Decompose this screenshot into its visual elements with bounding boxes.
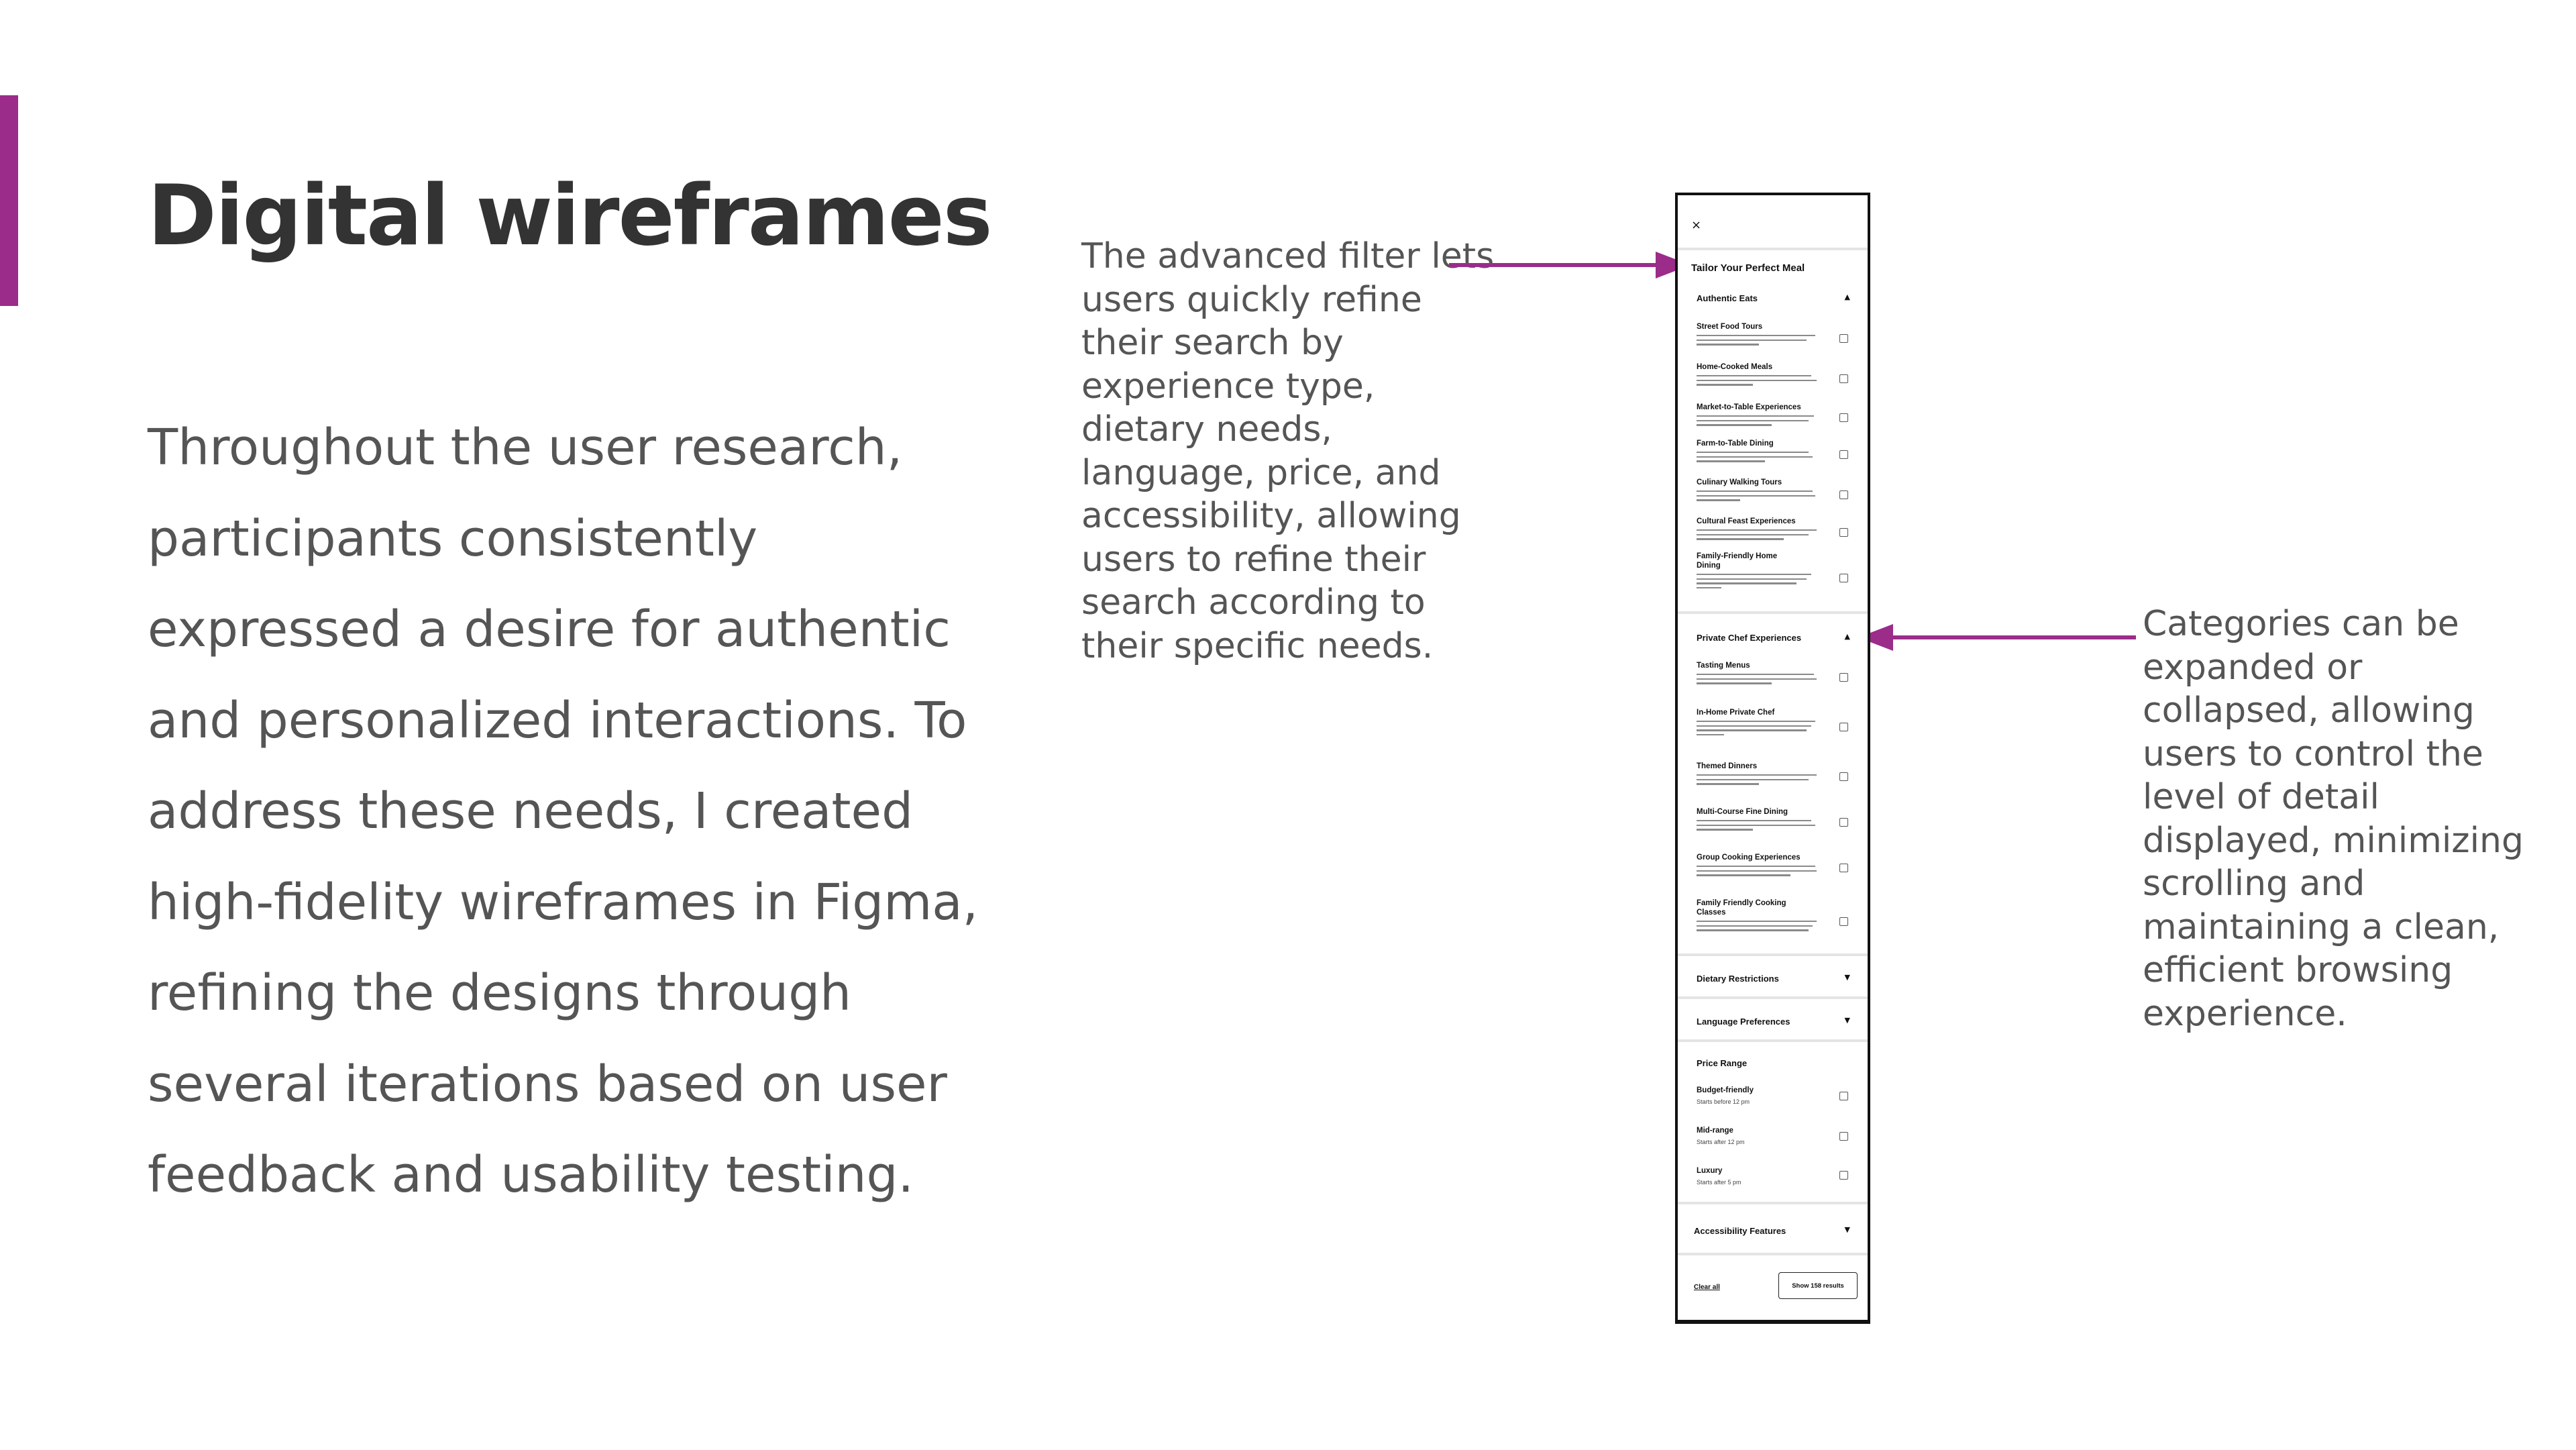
checkbox[interactable] [1839,574,1848,582]
divider [1678,611,1868,614]
item-title: Home-Cooked Meals [1697,363,1773,371]
item-description [1697,452,1821,465]
checkbox[interactable] [1839,723,1848,731]
item-title: Multi-Course Fine Dining [1697,808,1788,816]
item-title: Market-to-Table Experiences [1697,403,1801,411]
divider [1678,248,1868,250]
section-private-chef[interactable]: Private Chef Experiences [1697,633,1802,643]
item-title: Cultural Feast Experiences [1697,517,1796,525]
item-description [1697,490,1821,504]
divider [1678,1253,1868,1255]
section-accessibility[interactable]: Accessibility Features [1694,1226,1786,1236]
item-description [1697,921,1821,934]
item-description [1697,375,1821,389]
item-description [1697,866,1821,879]
chevron-down-icon[interactable]: ▼ [1844,1016,1850,1025]
section-language[interactable]: Language Preferences [1697,1017,1790,1027]
close-icon[interactable]: × [1691,218,1702,232]
arrow-to-category [1858,624,2136,651]
chevron-down-icon[interactable]: ▼ [1844,973,1850,982]
item-title: Themed Dinners [1697,762,1758,770]
checkbox[interactable] [1839,334,1848,343]
item-title: Luxury [1697,1167,1723,1175]
item-description [1697,335,1821,348]
item-title: Street Food Tours [1697,323,1763,331]
show-results-button[interactable]: Show 158 results [1778,1272,1858,1299]
item-description [1697,820,1821,833]
checkbox[interactable] [1839,673,1848,682]
item-title: Group Cooking Experiences [1697,853,1801,862]
item-title: Farm-to-Table Dining [1697,439,1774,448]
checkbox[interactable] [1839,528,1848,537]
chevron-up-icon[interactable]: ▲ [1844,632,1850,641]
item-title-line2: Classes [1697,909,1726,917]
accent-bar [0,95,18,306]
checkbox[interactable] [1839,864,1848,872]
section-authentic-eats[interactable]: Authentic Eats [1697,293,1758,303]
item-description [1697,574,1821,591]
checkbox[interactable] [1839,818,1848,827]
chevron-down-icon[interactable]: ▼ [1844,1225,1850,1234]
item-description [1697,529,1821,543]
item-title: In-Home Private Chef [1697,709,1775,717]
chevron-up-icon[interactable]: ▲ [1844,293,1850,301]
section-dietary[interactable]: Dietary Restrictions [1697,974,1779,984]
item-description [1697,674,1821,687]
body-paragraph: Throughout the user research, participan… [148,419,979,1204]
annotation-filter: The advanced filter lets users quickly r… [1081,236,1495,666]
item-title: Budget-friendly [1697,1086,1754,1094]
divider [1678,996,1868,999]
item-title: Family-Friendly Home [1697,552,1778,560]
item-subtitle: Starts after 12 pm [1697,1139,1745,1145]
checkbox[interactable] [1839,450,1848,459]
divider [1678,1039,1868,1042]
item-title: Family Friendly Cooking [1697,899,1786,907]
checkbox[interactable] [1839,374,1848,383]
item-title-line2: Dining [1697,562,1721,570]
item-subtitle: Starts after 5 pm [1697,1179,1741,1186]
checkbox[interactable] [1839,772,1848,781]
item-title: Mid-range [1697,1127,1733,1135]
annotation-categories: Categories can be expanded or collapsed,… [2143,604,2524,1034]
slide-title: Digital wireframes [148,168,993,264]
checkbox[interactable] [1839,917,1848,926]
checkbox[interactable] [1839,1171,1848,1180]
checkbox[interactable] [1839,413,1848,422]
clear-all-link[interactable]: Clear all [1694,1284,1720,1291]
filter-wireframe: × Tailor Your Perfect Meal Authentic Eat… [1675,193,1870,1324]
section-price: Price Range [1697,1058,1748,1068]
item-title: Culinary Walking Tours [1697,478,1782,486]
checkbox[interactable] [1839,490,1848,499]
item-description [1697,721,1821,738]
filter-title: Tailor Your Perfect Meal [1691,262,1805,274]
checkbox[interactable] [1839,1092,1848,1100]
divider [1678,1202,1868,1204]
item-subtitle: Starts before 12 pm [1697,1098,1750,1105]
item-description [1697,774,1821,788]
checkbox[interactable] [1839,1132,1848,1141]
divider [1678,953,1868,956]
item-description [1697,415,1821,429]
item-title: Tasting Menus [1697,662,1750,670]
